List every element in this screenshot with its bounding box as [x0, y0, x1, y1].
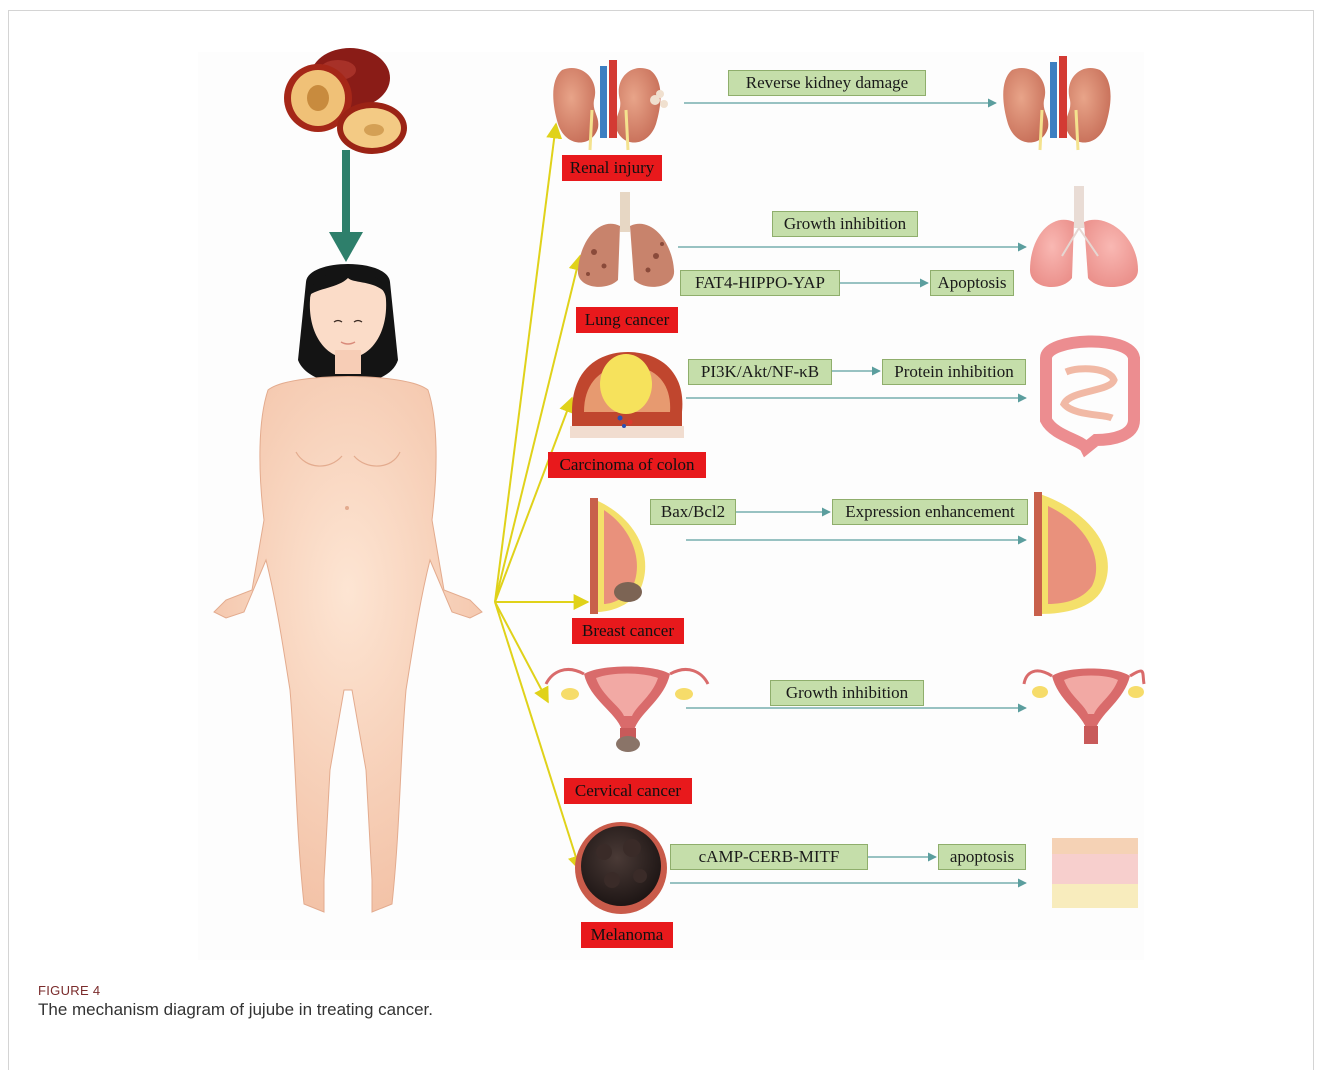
melanoma-icon [575, 822, 667, 914]
figure-label: FIGURE 4 [38, 983, 100, 998]
effect-box-colon: Protein inhibition [882, 359, 1026, 385]
pathway-box-melanoma: cAMP-CERB-MITF [670, 844, 868, 870]
disease-label-cervical: Cervical cancer [564, 778, 692, 804]
disease-label-melanoma: Melanoma [581, 922, 673, 948]
pathway-box-colon: PI3K/Akt/NF-κB [688, 359, 832, 385]
pathway-box-breast: Bax/Bcl2 [650, 499, 736, 525]
disease-label-colon: Carcinoma of colon [548, 452, 706, 478]
effect-box-melanoma: apoptosis [938, 844, 1026, 870]
pathway-box-lung: FAT4-HIPPO-YAP [680, 270, 840, 296]
skin-icon [1052, 838, 1138, 908]
effect-box-renal: Reverse kidney damage [728, 70, 926, 96]
disease-label-lung: Lung cancer [576, 307, 678, 333]
effect-box-lung: Growth inhibition [772, 211, 918, 237]
effect-box-lung-apoptosis: Apoptosis [930, 270, 1014, 296]
effect-box-cervical: Growth inhibition [770, 680, 924, 706]
disease-label-renal: Renal injury [562, 155, 662, 181]
figure-caption: The mechanism diagram of jujube in treat… [38, 1000, 433, 1020]
disease-label-breast: Breast cancer [572, 618, 684, 644]
healthy-kidney-icon [1003, 56, 1110, 150]
effect-box-breast: Expression enhancement [832, 499, 1028, 525]
